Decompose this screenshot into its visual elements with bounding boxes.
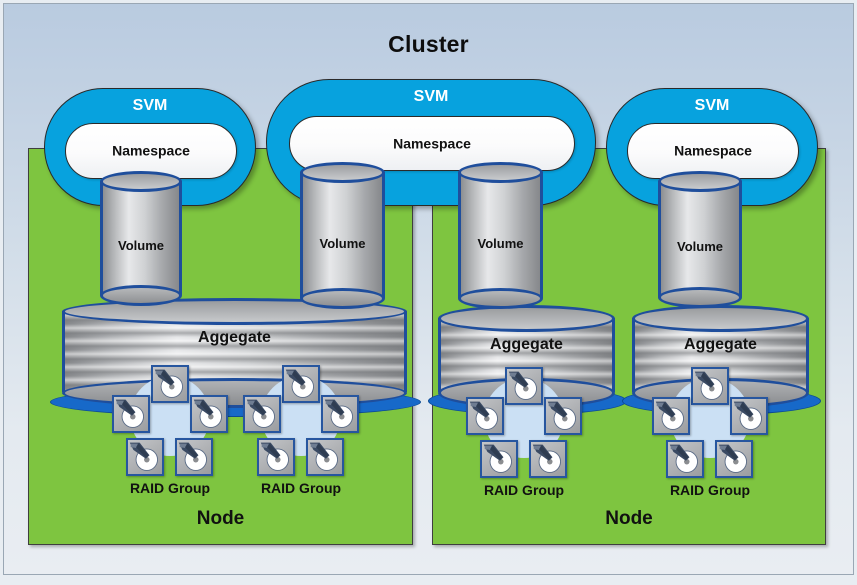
- volume-4-body: [658, 181, 742, 297]
- volume-3-bottom: [458, 288, 543, 309]
- disk-drive-icon: [480, 440, 518, 478]
- raid-group-2[interactable]: RAID Group: [243, 365, 359, 496]
- disk-drive-icon: [112, 395, 150, 433]
- namespace-1-label: Namespace: [112, 142, 190, 159]
- namespace-3[interactable]: Namespace: [627, 123, 799, 179]
- raid-group-2-label: RAID Group: [260, 480, 342, 496]
- disk-drive-icon: [652, 397, 690, 435]
- disk-drive-icon: [257, 438, 295, 476]
- aggregate-2-top: [438, 305, 615, 332]
- aggregate-3-label: Aggegate: [684, 336, 757, 353]
- volume-3-body: [458, 172, 543, 298]
- volume-3[interactable]: Volume: [458, 162, 543, 309]
- disk-drive-icon: [730, 397, 768, 435]
- aggregate-2-label: Aggegate: [490, 336, 563, 353]
- volume-4-bottom: [658, 287, 742, 308]
- disk-drive-icon: [151, 365, 189, 403]
- disk-drive-icon: [666, 440, 704, 478]
- svm-1-label: SVM: [132, 97, 168, 114]
- volume-2-bottom: [300, 288, 385, 309]
- raid-group-3-label: RAID Group: [483, 482, 565, 498]
- disk-drive-icon: [691, 367, 729, 405]
- volume-4-label: Volume: [677, 239, 723, 254]
- volume-2-top: [300, 162, 385, 183]
- raid-group-1[interactable]: RAID Group: [112, 365, 228, 496]
- volume-1-bottom: [100, 285, 182, 306]
- volume-3-top: [458, 162, 543, 183]
- disk-drive-icon: [126, 438, 164, 476]
- volume-1-label: Volume: [118, 238, 164, 253]
- aggregate-3-top: [632, 305, 809, 332]
- volume-2[interactable]: Volume: [300, 162, 385, 309]
- disk-drive-icon: [544, 397, 582, 435]
- disk-drive-icon: [282, 365, 320, 403]
- disk-drive-icon: [190, 395, 228, 433]
- namespace-3-label: Namespace: [674, 142, 752, 159]
- raid-group-1-label: RAID Group: [129, 480, 211, 496]
- volume-4[interactable]: Volume: [658, 171, 742, 308]
- disk-drive-icon: [529, 440, 567, 478]
- disk-drive-icon: [243, 395, 281, 433]
- namespace-1[interactable]: Namespace: [65, 123, 237, 179]
- disk-drive-icon: [505, 367, 543, 405]
- raid-group-4-label: RAID Group: [669, 482, 751, 498]
- volume-2-body: [300, 172, 385, 298]
- cluster-title: Cluster: [388, 31, 469, 57]
- svm-3[interactable]: SVM Namespace: [606, 88, 818, 206]
- raid-group-4[interactable]: RAID Group: [652, 367, 768, 498]
- disk-drive-icon: [175, 438, 213, 476]
- disk-drive-icon: [466, 397, 504, 435]
- disk-drive-icon: [321, 395, 359, 433]
- volume-4-top: [658, 171, 742, 192]
- volume-1-body: [100, 181, 182, 295]
- node-left-label: Node: [196, 508, 245, 529]
- node-right-label: Node: [605, 508, 653, 529]
- disk-drive-icon: [715, 440, 753, 478]
- volume-1[interactable]: Volume: [100, 171, 182, 306]
- volume-1-top: [100, 171, 182, 192]
- svm-3-label: SVM: [694, 97, 730, 114]
- volume-3-label: Volume: [477, 236, 524, 251]
- raid-group-3[interactable]: RAID Group: [466, 367, 582, 498]
- namespace-2-label: Namespace: [393, 135, 471, 152]
- aggregate-1-label: Aggegate: [198, 329, 271, 346]
- volume-2-label: Volume: [319, 236, 366, 251]
- svm-2-label: SVM: [413, 88, 449, 105]
- aggregate-1[interactable]: Aggegate: [62, 298, 407, 408]
- disk-drive-icon: [306, 438, 344, 476]
